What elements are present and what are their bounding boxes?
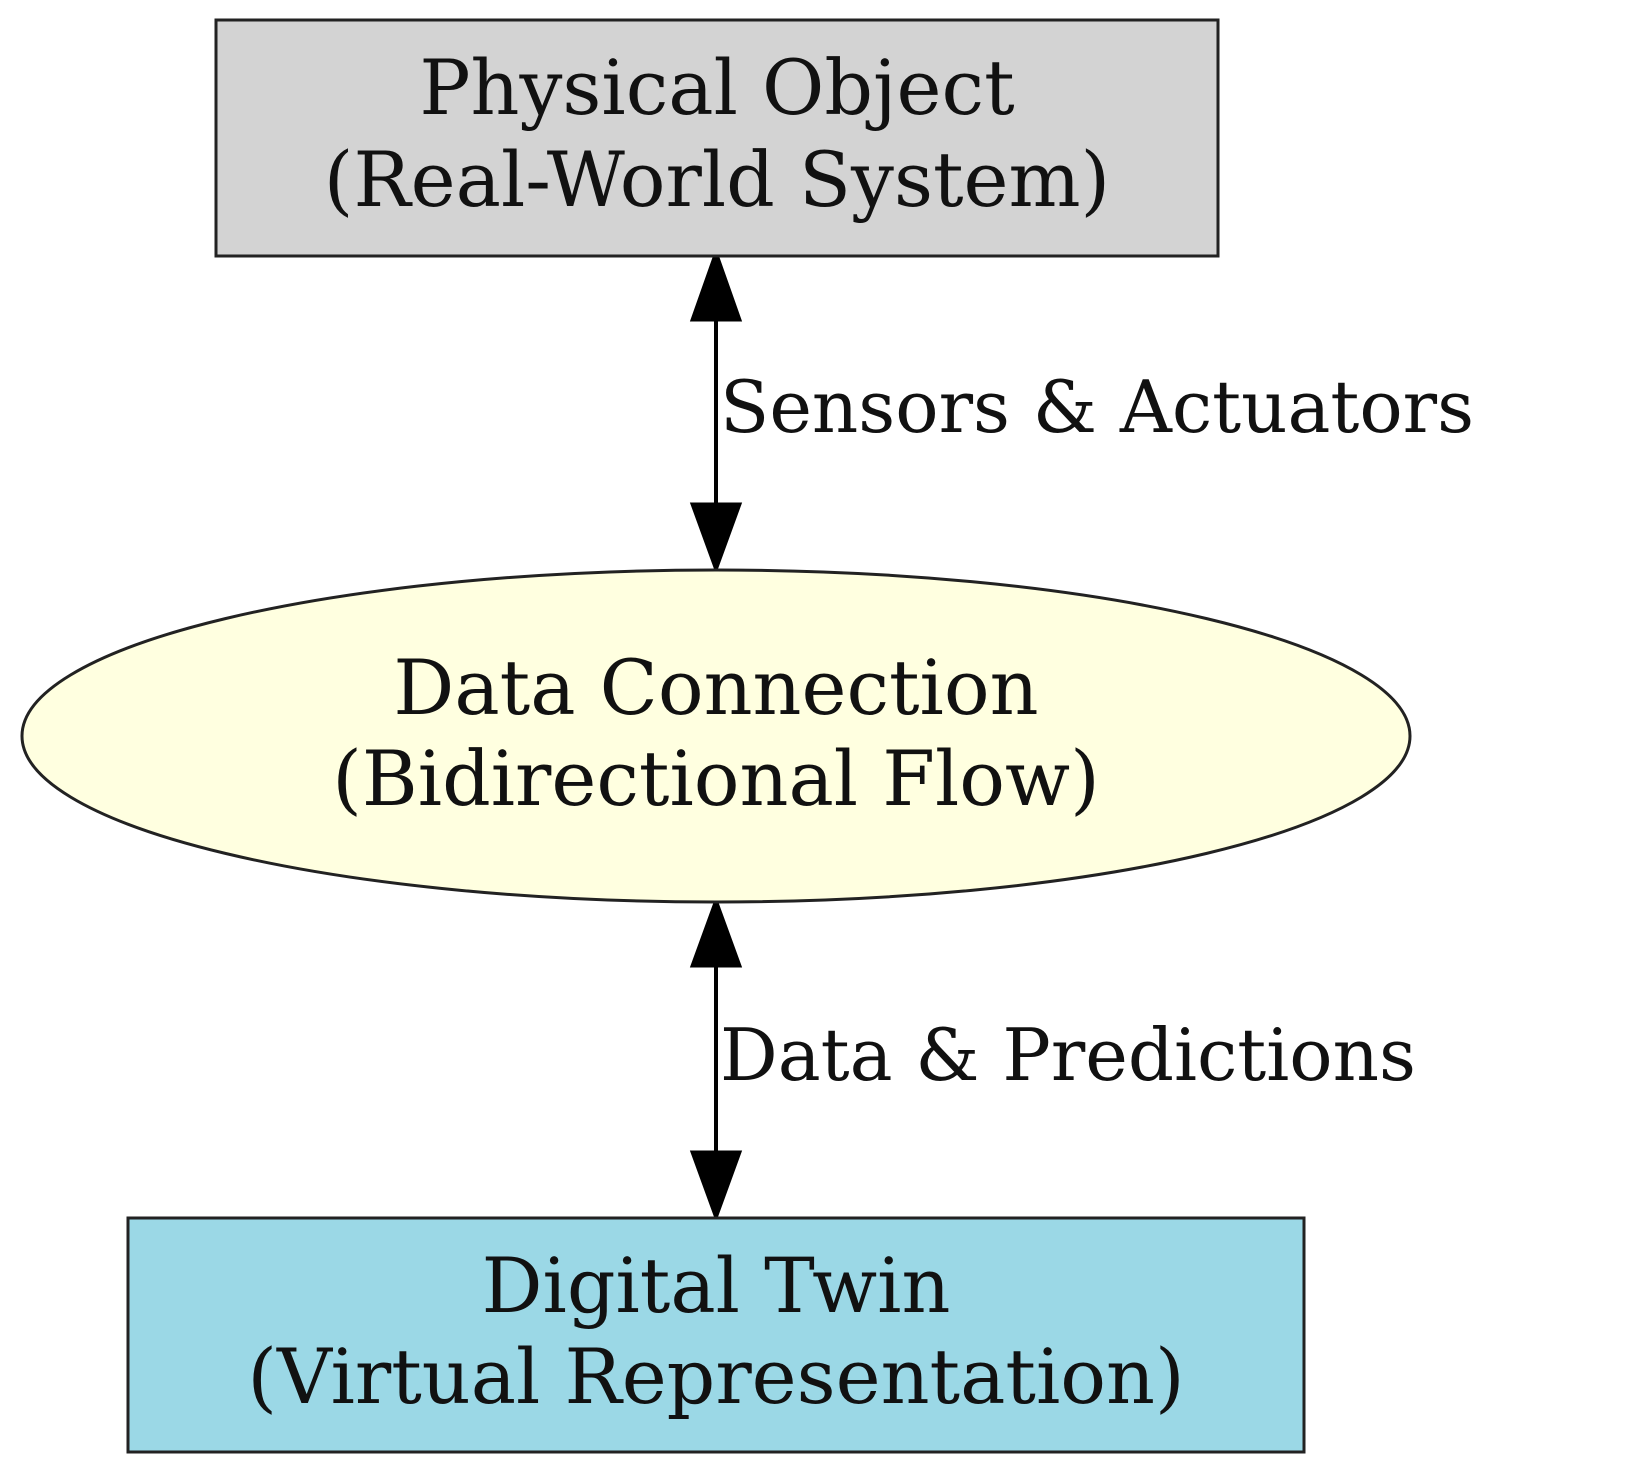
node-data-connection-title: Data Connection (393, 643, 1038, 732)
node-physical-object-subtitle: (Real-World System) (324, 135, 1110, 224)
node-data-connection-subtitle: (Bidirectional Flow) (332, 734, 1099, 823)
node-digital-twin-box (126, 1216, 1306, 1454)
node-data-connection-ellipse (20, 568, 1412, 904)
edge-connection-digital: Data & Predictions (689, 895, 1416, 1223)
arrowhead-up-connection (689, 895, 743, 968)
arrowhead-down-connection (689, 502, 743, 575)
edge-physical-connection: Sensors & Actuators (689, 247, 1474, 575)
node-digital-twin: Digital Twin (Virtual Representation) (126, 1216, 1306, 1454)
node-physical-object-title: Physical Object (419, 43, 1014, 132)
node-digital-twin-subtitle: (Virtual Representation) (247, 1332, 1184, 1421)
node-physical-object-box (214, 18, 1220, 258)
edge-label-data-predictions: Data & Predictions (720, 1013, 1416, 1097)
node-digital-twin-title: Digital Twin (482, 1241, 951, 1330)
arrowhead-up-physical (689, 247, 743, 322)
edge-label-sensors-actuators: Sensors & Actuators (720, 365, 1474, 449)
node-data-connection: Data Connection (Bidirectional Flow) (20, 568, 1412, 904)
node-physical-object: Physical Object (Real-World System) (214, 18, 1220, 258)
arrowhead-down-digital (689, 1150, 743, 1223)
